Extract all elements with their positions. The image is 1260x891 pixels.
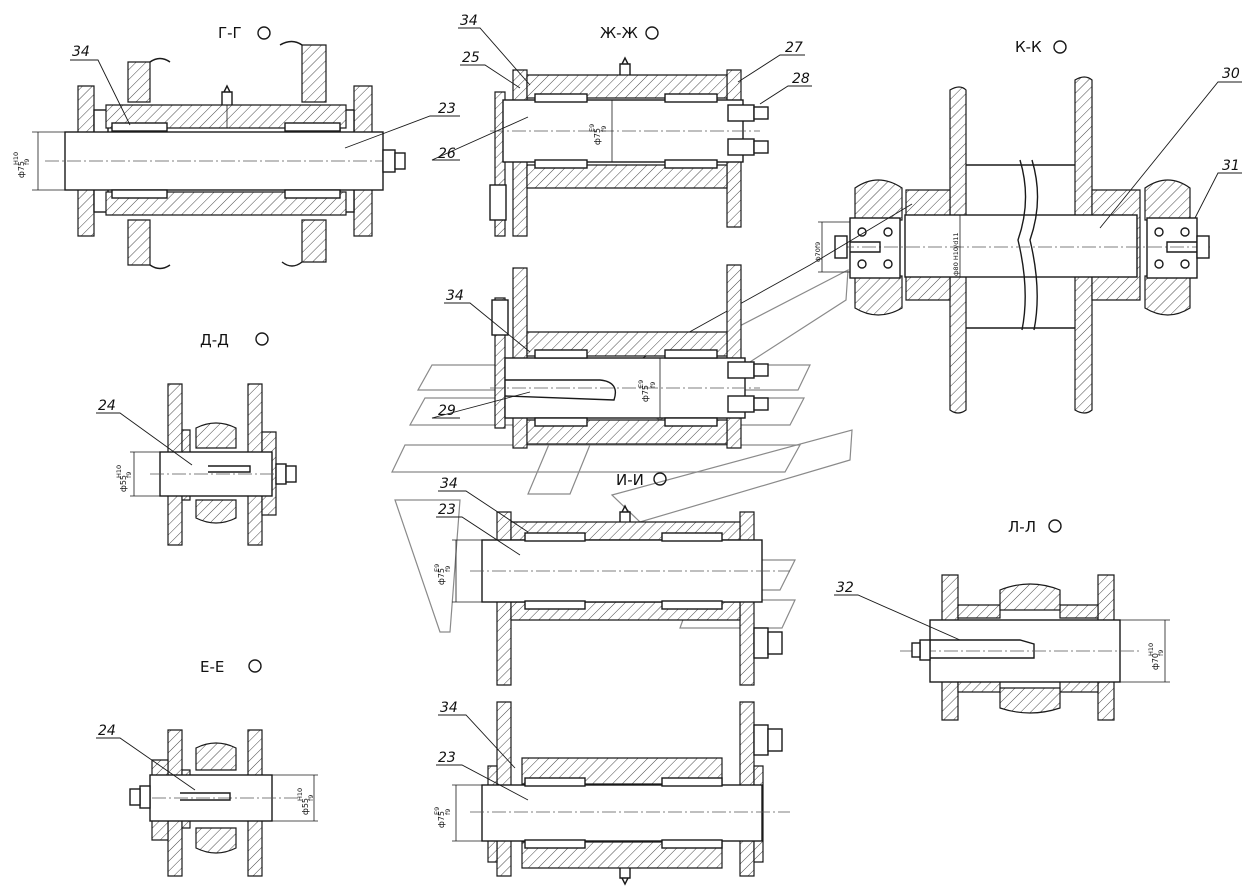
svg-text:H10: H10 <box>115 465 123 478</box>
svg-text:f9: f9 <box>307 795 315 801</box>
section-mark-icon <box>257 26 271 40</box>
svg-text:ф55: ф55 <box>301 798 310 815</box>
view-title: И-И <box>616 471 644 489</box>
section-mark-icon <box>248 659 262 673</box>
section-mark-icon <box>645 26 659 40</box>
callout-label: 24 <box>98 723 116 739</box>
svg-text:f9: f9 <box>1157 650 1165 656</box>
callout-label: 34 <box>440 476 458 492</box>
view-middle: ф75 E9 f9 34 29 <box>431 264 769 449</box>
section-mark-icon <box>1048 519 1062 533</box>
view-l-l: Л-Л ф70 H10 f9 32 <box>834 518 1170 721</box>
callout-label: 29 <box>438 403 456 419</box>
view-g-g: Г-Г ф75 H10 f9 <box>12 24 460 270</box>
svg-text:f9: f9 <box>649 382 657 388</box>
view-k-k: К-К ф70f9 ф80 H10/d11 <box>629 38 1242 414</box>
svg-text:ф55: ф55 <box>119 475 128 492</box>
callout-label: 34 <box>446 288 464 304</box>
view-d-d: Д-Д ф55 H10 f9 24 <box>96 331 297 546</box>
svg-text:f9: f9 <box>600 126 608 132</box>
view-zh-zh: Ж-Ж ф75 E9 f9 34 25 27 28 26 <box>431 13 812 237</box>
svg-text:ф75: ф75 <box>641 385 650 402</box>
callout-label: 31 <box>1222 158 1240 174</box>
svg-text:f9: f9 <box>23 159 31 165</box>
view-title: Е-Е <box>200 658 224 676</box>
svg-text:H10: H10 <box>296 788 304 801</box>
svg-text:E9: E9 <box>588 124 596 132</box>
svg-text:E9: E9 <box>433 807 441 815</box>
view-i-i: И-И ф75 E9 f9 34 23 <box>433 471 790 686</box>
svg-text:H10: H10 <box>12 152 20 165</box>
svg-text:E9: E9 <box>433 564 441 572</box>
svg-text:ф75: ф75 <box>17 161 26 178</box>
section-mark-icon <box>255 332 269 346</box>
callout-label: 34 <box>72 44 90 60</box>
callout-label: 25 <box>462 50 480 66</box>
callout-label: 26 <box>438 146 456 162</box>
view-title: Г-Г <box>218 24 242 42</box>
section-mark-icon <box>653 472 667 486</box>
svg-text:ф75: ф75 <box>593 128 602 145</box>
view-bottom: ф75 E9 f9 34 23 <box>433 700 790 886</box>
view-title: Л-Л <box>1008 518 1036 536</box>
svg-text:ф70f9: ф70f9 <box>814 242 822 262</box>
view-title: Ж-Ж <box>600 24 638 42</box>
callout-label: 34 <box>440 700 458 716</box>
svg-text:f9: f9 <box>444 809 452 815</box>
callout-label: 24 <box>98 398 116 414</box>
svg-text:H10: H10 <box>1147 643 1155 656</box>
callout-label: 28 <box>792 71 810 87</box>
callout-label: 23 <box>438 750 456 766</box>
svg-text:E9: E9 <box>637 380 645 388</box>
callout-label: 34 <box>460 13 478 29</box>
callout-label: 23 <box>438 101 456 117</box>
callout-label: 23 <box>438 502 456 518</box>
view-title: Д-Д <box>200 331 229 349</box>
section-mark-icon <box>1053 40 1067 54</box>
svg-text:ф75: ф75 <box>437 811 446 828</box>
view-title: К-К <box>1015 38 1042 56</box>
svg-text:f9: f9 <box>444 566 452 572</box>
callout-label: 30 <box>1222 66 1240 82</box>
svg-text:ф80 H10/d11: ф80 H10/d11 <box>952 232 960 276</box>
callout-label: 27 <box>785 40 803 56</box>
view-e-e: Е-Е ф55 H10 f9 24 <box>96 658 318 877</box>
svg-text:f9: f9 <box>125 472 133 478</box>
svg-text:ф75: ф75 <box>437 568 446 585</box>
svg-text:ф70: ф70 <box>1151 653 1160 670</box>
callout-label: 32 <box>836 580 854 596</box>
